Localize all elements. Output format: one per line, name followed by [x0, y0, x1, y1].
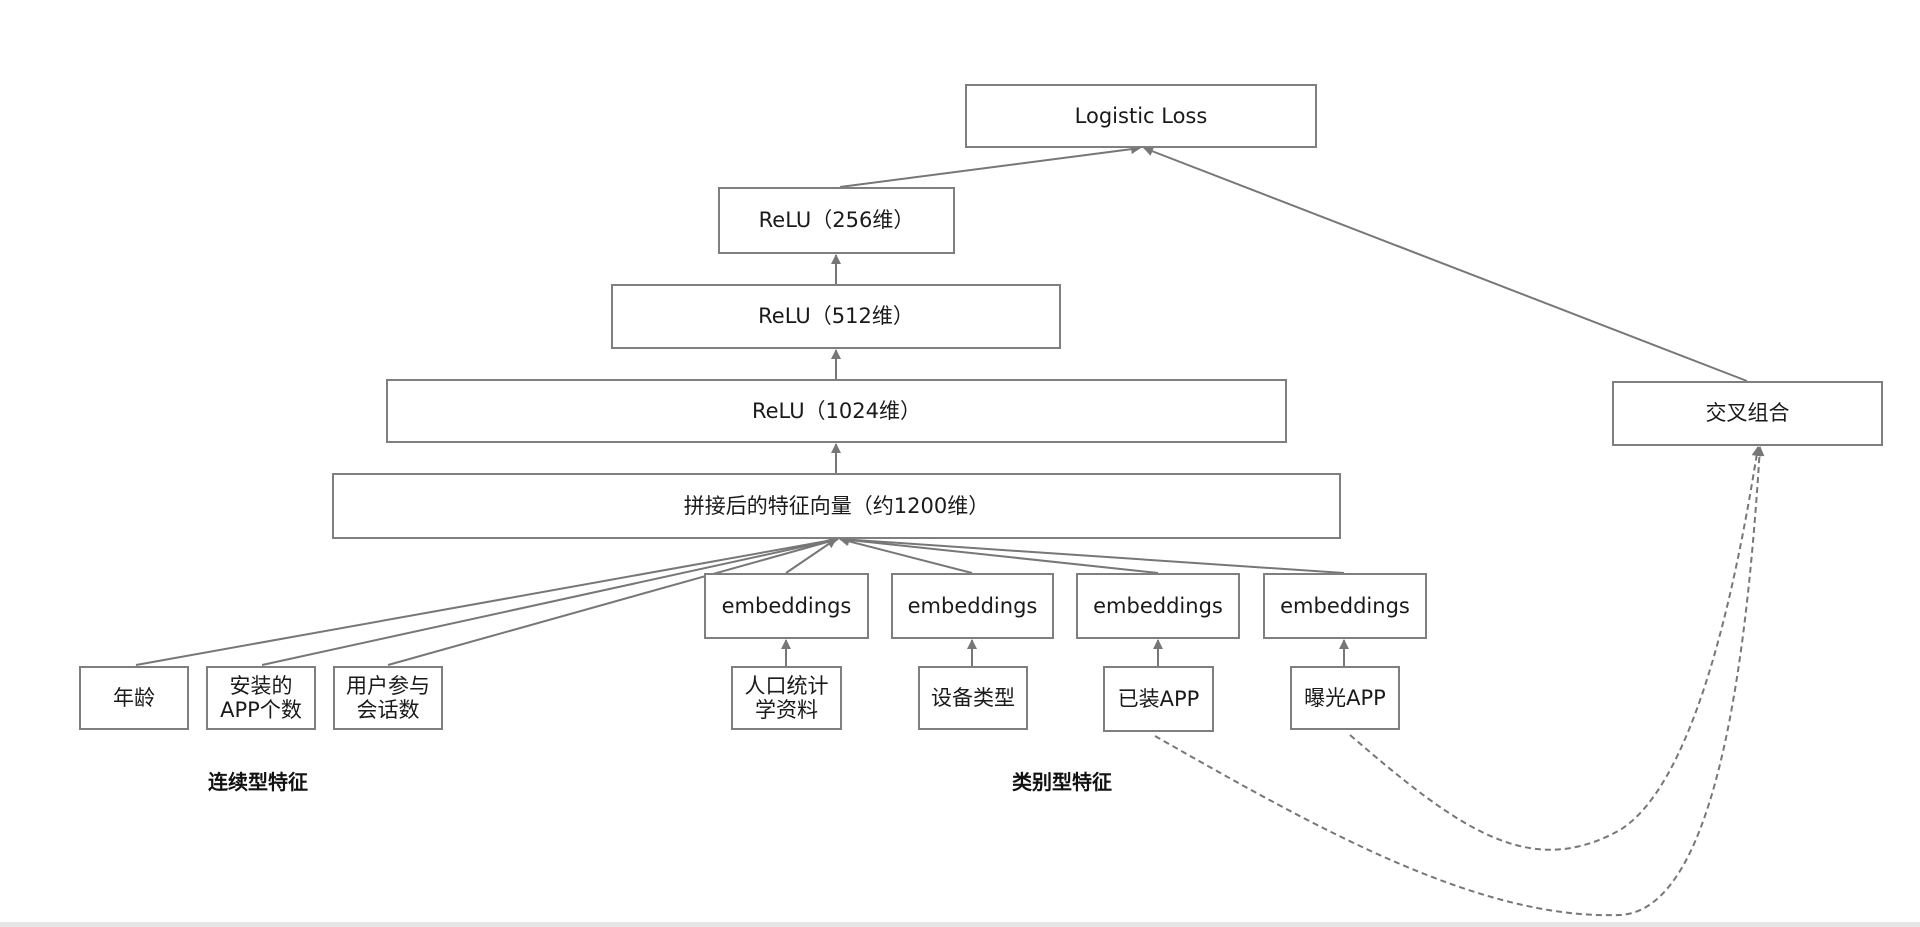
installed-app-node: 已装APP: [1103, 666, 1214, 732]
relu-1024-node: ReLU（1024维）: [386, 379, 1287, 443]
logistic-loss-node: Logistic Loss: [965, 84, 1317, 148]
demographics-node: 人口统计 学资料: [731, 666, 842, 730]
edge-cross-to-loss: [1143, 146, 1748, 382]
edge-installed-app-to-cross: [1154, 446, 1765, 917]
embeddings-exposed-node: embeddings: [1263, 573, 1427, 639]
relu-512-node: ReLU（512维）: [611, 284, 1061, 349]
continuous-features-label: 连续型特征: [208, 770, 308, 794]
embeddings-demographics-node: embeddings: [704, 573, 869, 639]
edge-session-count-to-concat: [387, 536, 839, 666]
concat-feature-node: 拼接后的特征向量（约1200维）: [332, 473, 1341, 539]
edge-installed-count-to-concat: [261, 536, 839, 666]
device-type-node: 设备类型: [918, 666, 1028, 730]
embeddings-device-node: embeddings: [891, 573, 1054, 639]
relu-256-node: ReLU（256维）: [718, 187, 955, 254]
edge-emb-device-to-concat: [839, 536, 973, 574]
age-input-node: 年龄: [79, 666, 189, 730]
edge-relu256-to-loss: [839, 144, 1141, 188]
bottom-strip: [0, 922, 1920, 927]
installed-app-count-node: 安装的 APP个数: [206, 666, 316, 730]
categorical-features-label: 类别型特征: [1012, 770, 1112, 794]
cross-combination-node: 交叉组合: [1612, 381, 1883, 446]
edge-emb-demo-to-concat: [785, 538, 837, 574]
embeddings-installed-node: embeddings: [1076, 573, 1240, 639]
edge-exposed-app-to-cross: [1349, 446, 1762, 851]
edge-emb-installed-to-concat: [839, 534, 1159, 574]
exposed-app-node: 曝光APP: [1290, 666, 1400, 730]
session-count-node: 用户参与 会话数: [333, 666, 443, 730]
edge-emb-exposed-to-concat: [839, 534, 1345, 574]
edge-age-to-concat: [135, 535, 839, 666]
